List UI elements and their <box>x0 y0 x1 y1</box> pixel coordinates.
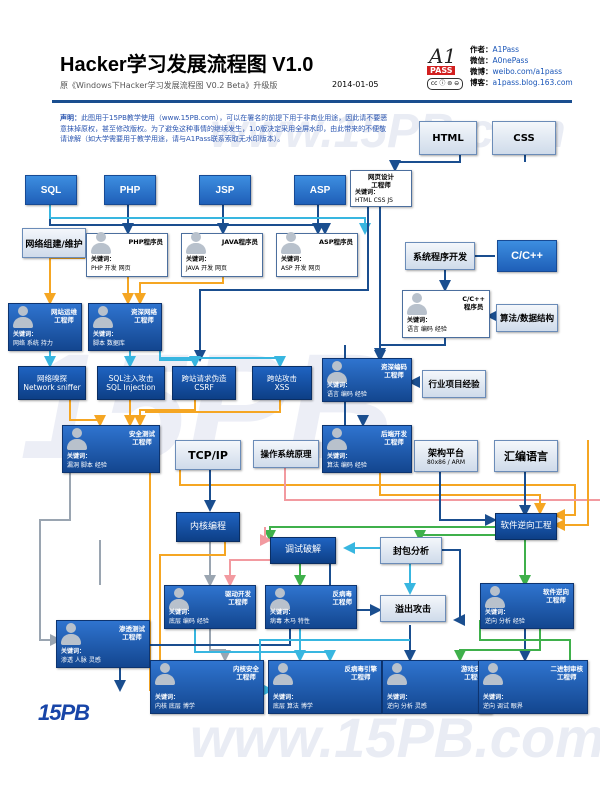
role-penetration-test: 渗透测试 工程师 关键词： 渗透 人脉 灵感 <box>56 620 150 668</box>
avatar-icon <box>281 232 301 254</box>
cc-license-icon: cc ⓘ ⊜ ⊖ <box>427 78 463 90</box>
node-jsp: JSP <box>199 175 251 205</box>
architecture-sub: 80x86 / ARM <box>426 459 466 466</box>
avatar-icon <box>61 623 81 645</box>
contact-line: 微博：weibo.com/a1pass <box>470 67 563 76</box>
node-asp: ASP <box>294 175 346 205</box>
node-system-dev: 系统程序开发 <box>405 242 475 270</box>
avatar-icon <box>13 306 33 328</box>
role-driver-developer: 驱动开发 工程师 关键词： 底层 编码 经验 <box>164 585 256 629</box>
15pb-logo: 15PB <box>38 700 90 725</box>
avatar-icon <box>67 428 87 450</box>
declaration-text: 此图用于15PB教学使用（www.15PB.com），可以在署名的前提下用于非商… <box>60 114 388 143</box>
role-senior-network: 资深网络 工程师 关键词： 脚本 数据库 <box>88 303 162 351</box>
node-c-cpp: C/C++ <box>497 240 557 272</box>
avatar-icon <box>485 586 505 608</box>
node-php: PHP <box>104 175 156 205</box>
architecture-label: 架构平台 <box>427 449 464 459</box>
declaration: 声明：此图用于15PB教学使用（www.15PB.com），可以在署名的前提下用… <box>60 113 390 145</box>
node-algorithm: 算法/数据结构 <box>496 304 558 332</box>
page-date: 2014-01-05 <box>332 80 379 89</box>
contact-line: 作者：A1Pass <box>470 45 520 54</box>
avatar-icon <box>169 588 189 610</box>
role-game-security: 游戏安全 工程师 关键词： 逆向 分析 灵感 <box>382 660 492 714</box>
role-network-ops: 网站运维 工程师 关键词： 网络 系统 持力 <box>8 303 82 351</box>
declaration-label: 声明： <box>60 114 81 122</box>
role-antivirus-engine: 反病毒引擎 工程师 关键词： 底层 算法 博学 <box>268 660 382 714</box>
avatar-icon <box>93 306 113 328</box>
avatar-icon <box>155 663 175 685</box>
contact-blog-link[interactable]: a1pass.blog.163.com <box>492 78 573 87</box>
role-asp-programmer: ASP程序员 关键词： ASP 开发 网页 <box>276 232 358 277</box>
role-binary-audit: 二进制审核 工程师 关键词： 逆向 调试 眼界 <box>478 660 588 714</box>
role-antivirus: 反病毒 工程师 关键词： 病毒 木马 特性 <box>265 585 357 629</box>
node-os-principles: 操作系统原理 <box>253 440 319 468</box>
contact-line: 微信：A0nePass <box>470 56 529 65</box>
node-architecture: 架构平台 80x86 / ARM <box>414 440 478 472</box>
header-divider <box>52 100 572 103</box>
node-kernel-programming: 内核编程 <box>176 512 240 542</box>
role-cpp-programmer: C/C++ 程序员 关键词： 语言 编码 经验 <box>402 290 490 338</box>
node-csrf: 跨站请求伪造 CSRF <box>172 366 236 400</box>
page-subtitle: 原《Windows下Hacker学习发展流程图 V0.2 Beta》升级版 <box>60 81 278 90</box>
role-software-reverse: 软件逆向 工程师 关键词： 逆向 分析 经验 <box>480 583 574 629</box>
logo-a1-text: A1 <box>429 44 457 68</box>
role-backend-developer: 后端开发 工程师 关键词： 算法 编码 经验 <box>322 425 412 473</box>
role-kernel-security: 内核安全 工程师 关键词： 内核 底层 博学 <box>150 660 264 714</box>
role-web-design: 网页设计 工程师 关键词： HTML CSS JS <box>350 170 412 207</box>
node-tcp-ip: TCP/IP <box>175 440 241 470</box>
role-security-test: 安全测试 工程师 关键词： 漏洞 脚本 经验 <box>62 425 160 473</box>
avatar-icon <box>270 588 290 610</box>
node-assembly: 汇编语言 <box>494 440 558 472</box>
node-network-build: 网络组建/维护 <box>22 228 86 258</box>
node-network-sniffer: 网络嗅探 Network sniffer <box>18 366 86 400</box>
node-html: HTML <box>419 121 477 155</box>
contact-author: A1Pass <box>492 45 520 54</box>
node-sql-injection: SQL注入攻击 SQL Injection <box>97 366 165 400</box>
avatar-icon <box>186 232 206 254</box>
node-xss: 跨站攻击 XSS <box>252 366 312 400</box>
role-senior-developer: 资深编码 工程师 关键词： 语言 编码 经验 <box>322 358 412 402</box>
node-packet-analysis: 封包分析 <box>380 537 442 564</box>
node-reverse-engineering: 软件逆向工程 <box>495 513 557 540</box>
avatar-icon <box>407 293 427 315</box>
node-css: CSS <box>492 121 556 155</box>
node-sql: SQL <box>25 175 77 205</box>
watermark-bottom: www.15PB.com <box>190 706 600 769</box>
avatar-icon <box>91 232 111 254</box>
logo-pass-text: PASS <box>427 66 456 75</box>
avatar-icon <box>327 428 347 450</box>
a1pass-logo: A1 PASS cc ⓘ ⊜ ⊖ <box>423 44 467 90</box>
contact-weibo-link[interactable]: weibo.com/a1pass <box>492 67 563 76</box>
avatar-icon <box>327 361 347 383</box>
node-debug-crack: 调试破解 <box>270 537 336 564</box>
page-title: Hacker学习发展流程图 V1.0 <box>60 54 314 76</box>
contact-info: 作者：A1Pass 微信：A0nePass 微博：weibo.com/a1pas… <box>470 44 573 88</box>
avatar-icon <box>483 663 503 685</box>
role-php-programmer: PHP程序员 关键词： PHP 开发 网页 <box>86 232 168 277</box>
contact-wechat: A0nePass <box>492 56 529 65</box>
contact-line: 博客：a1pass.blog.163.com <box>470 78 573 87</box>
avatar-icon <box>387 663 407 685</box>
node-overflow-attack: 溢出攻击 <box>380 595 446 622</box>
node-industry-experience: 行业项目经验 <box>422 370 486 398</box>
avatar-icon <box>273 663 293 685</box>
role-java-programmer: JAVA程序员 关键词： JAVA 开发 网页 <box>181 232 263 277</box>
